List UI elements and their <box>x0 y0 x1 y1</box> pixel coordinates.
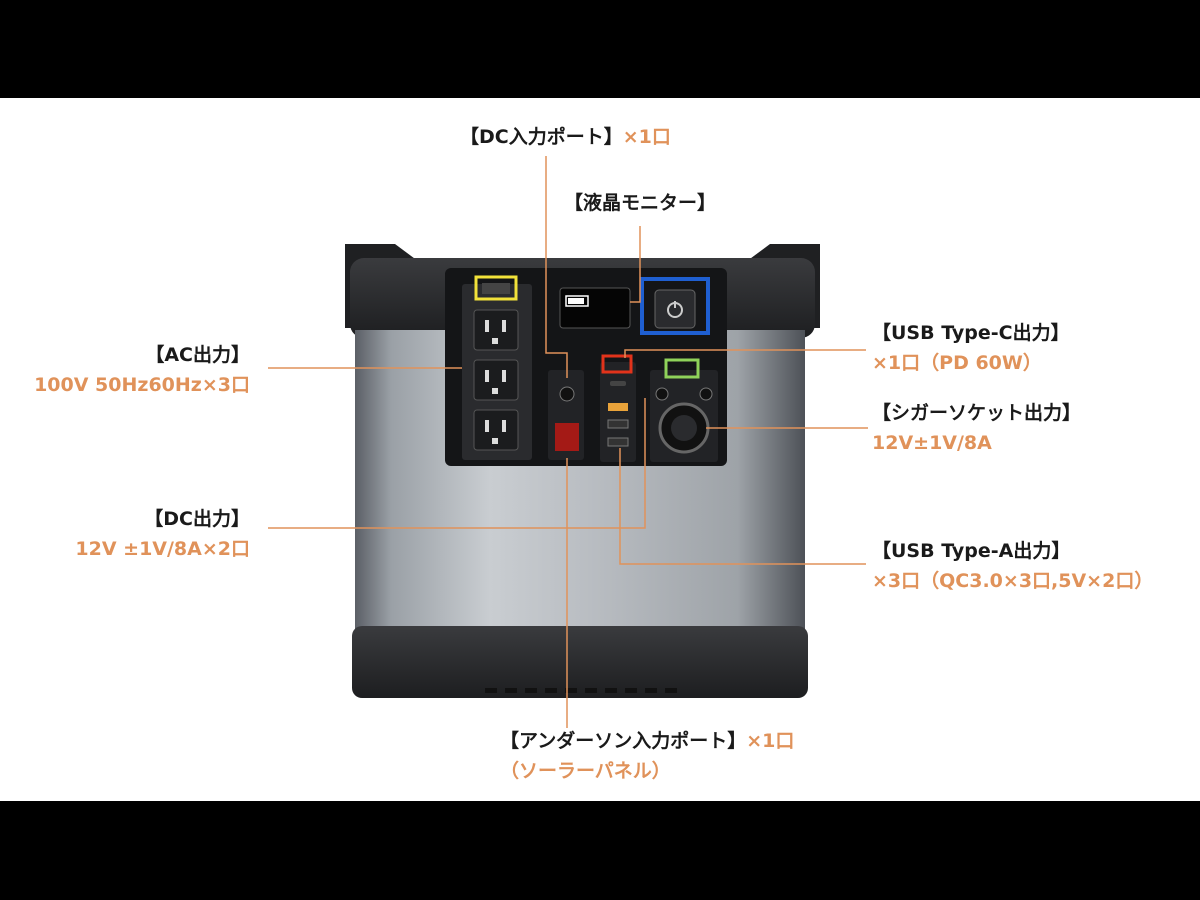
leader-lines <box>268 156 868 728</box>
usb-c-spec: ×1口（PD 60W） <box>872 352 1042 374</box>
ac-outlets <box>473 309 519 451</box>
anderson-port <box>555 423 579 451</box>
cigar-spec: 12V±1V/8A <box>872 432 992 454</box>
usb-section <box>600 362 636 462</box>
lcd-screen <box>559 287 631 329</box>
usb-c-label: 【USB Type-C出力】 ×1口（PD 60W） <box>872 318 1070 378</box>
anderson-title: 【アンダーソン入力ポート】 <box>500 730 747 752</box>
usbc-highlight <box>601 354 633 374</box>
dc-input-count: ×1口 <box>622 126 671 148</box>
ac-output-spec: 100V 50Hz60Hz×3口 <box>34 374 250 396</box>
cigar-label: 【シガーソケット出力】 12V±1V/8A <box>872 398 1081 458</box>
dc-output-title: 【DC出力】 <box>144 508 250 530</box>
anderson-spec: （ソーラーパネル） <box>500 760 671 782</box>
ac-switch-highlight <box>474 275 518 301</box>
lcd-title: 【液晶モニター】 <box>564 192 717 214</box>
cigar-title: 【シガーソケット出力】 <box>872 402 1082 424</box>
lcd-label: 【液晶モニター】 <box>564 188 716 218</box>
usb-a-title: 【USB Type-A出力】 <box>872 540 1071 562</box>
usb-c-title: 【USB Type-C出力】 <box>872 322 1070 344</box>
ac-output-title: 【AC出力】 <box>145 344 250 366</box>
base-vents <box>485 688 677 693</box>
anderson-count: ×1口 <box>746 730 795 752</box>
dc-output-spec: 12V ±1V/8A×2口 <box>75 538 250 560</box>
power-highlight <box>640 277 710 335</box>
dc-input-label: 【DC入力ポート】×1口 <box>460 122 671 152</box>
dc-switch-highlight <box>664 358 700 379</box>
product-diagram: 【DC入力ポート】×1口 【液晶モニター】 【AC出力】 100V 50Hz60… <box>0 98 1200 801</box>
ac-output-label: 【AC出力】 100V 50Hz60Hz×3口 <box>34 340 250 400</box>
power-station-illustration <box>268 156 868 728</box>
usb-a-spec: ×3口（QC3.0×3口,5V×2口） <box>872 570 1154 592</box>
dc-output-label: 【DC出力】 12V ±1V/8A×2口 <box>75 504 250 564</box>
bottom-base <box>352 626 808 698</box>
usb-a-label: 【USB Type-A出力】 ×3口（QC3.0×3口,5V×2口） <box>872 536 1153 596</box>
dc-input-title: 【DC入力ポート】 <box>460 126 623 148</box>
anderson-label: 【アンダーソン入力ポート】×1口 （ソーラーパネル） <box>500 726 794 786</box>
